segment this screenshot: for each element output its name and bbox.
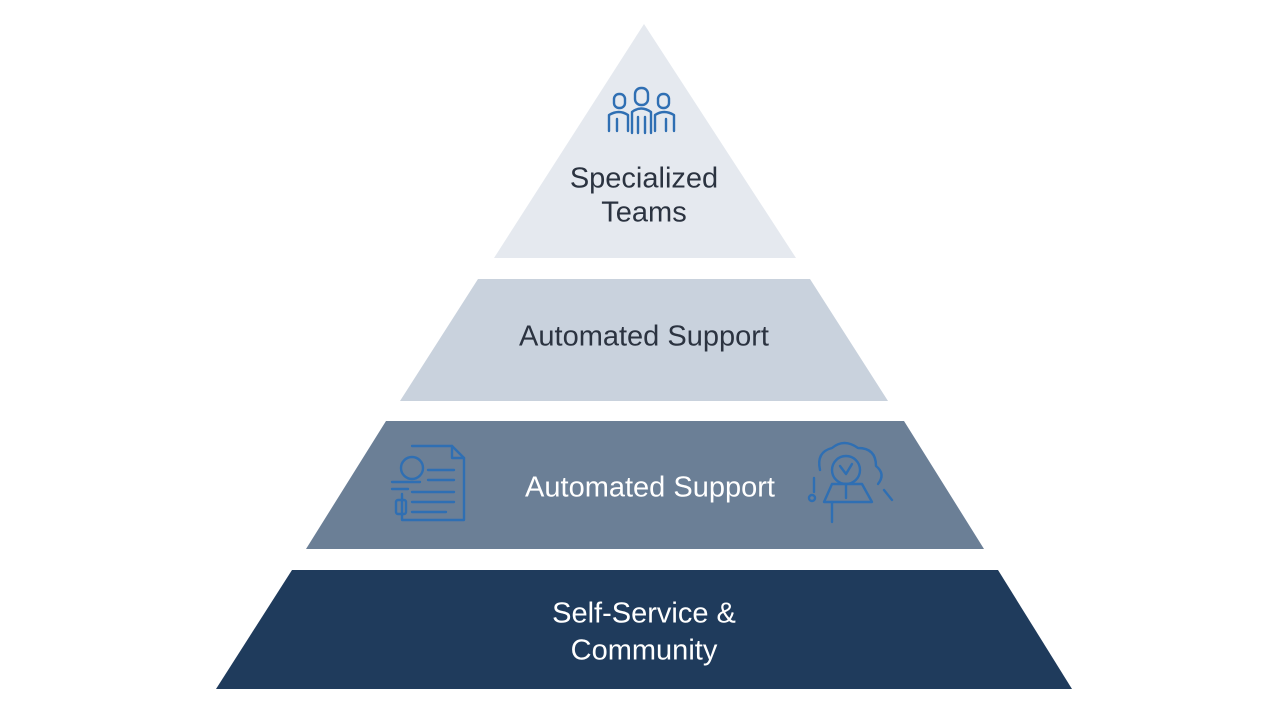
tier-label-base-line1: Self-Service & <box>552 598 736 630</box>
tier-self-service-community: Self-Service & Community <box>216 570 1072 689</box>
tier-shape-base <box>216 570 1072 689</box>
tier-label-top-line1: Specialized <box>570 163 718 195</box>
tier-label-base-line2: Community <box>571 635 718 667</box>
tier-shape-upper-middle <box>400 279 888 401</box>
team-group-icon <box>607 86 676 135</box>
tier-automated-support-lower: Automated Support <box>306 421 984 549</box>
robot-head-icon <box>807 441 894 524</box>
tier-shape-top <box>494 24 796 258</box>
tier-label-lower-middle: Automated Support <box>525 472 775 504</box>
tier-automated-support-upper: Automated Support <box>400 279 888 401</box>
document-bot-icon <box>390 444 466 522</box>
tier-shape-lower-middle <box>306 421 984 549</box>
tier-label-upper-middle: Automated Support <box>519 321 769 353</box>
tier-label-top-line2: Teams <box>601 197 686 229</box>
tier-specialized-teams: Specialized Teams <box>494 24 796 258</box>
